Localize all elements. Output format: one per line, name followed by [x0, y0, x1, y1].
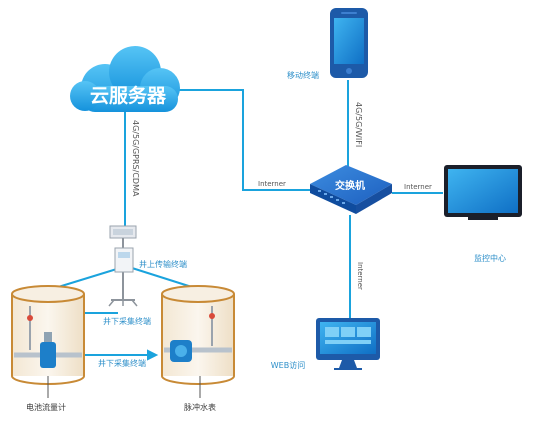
upper-terminal-icon — [108, 225, 138, 307]
lower-terminal-label-2: 井下采集终端 — [98, 358, 146, 368]
switch-label: 交换机 — [335, 179, 365, 192]
cloud-server-label: 云服务器 — [90, 84, 167, 107]
lower-terminal-label-1: 井下采集终端 — [103, 316, 151, 326]
link-label-cloud-upper: 4G/5G/GPRS/CDMA — [131, 120, 140, 197]
monitoring-screen-icon — [444, 165, 522, 220]
mobile-phone-icon — [330, 8, 368, 78]
link-well-right — [131, 267, 196, 289]
upper-terminal-label: 井上传输终端 — [139, 259, 187, 269]
link-label-switch-down: Interner — [356, 262, 364, 290]
web-computer-icon — [316, 318, 380, 370]
connection-lines — [54, 80, 443, 318]
cloud-server-icon — [70, 46, 180, 112]
link-label-switch-left: Interner — [258, 180, 286, 188]
mobile-terminal-label: 移动终端 — [287, 70, 319, 80]
link-label-switch-right: Interner — [404, 183, 432, 191]
link-label-mobile-switch: 4G/5G/WIFI — [354, 102, 363, 147]
link-well-left — [54, 267, 121, 289]
monitor-center-label: 监控中心 — [474, 253, 506, 263]
water-meter-label: 脉冲水表 — [184, 402, 216, 412]
switch-icon — [310, 165, 392, 214]
web-access-label: WEB访问 — [271, 360, 305, 370]
link-cloud-switch — [177, 89, 312, 191]
flowmeter-label: 电池流量计 — [26, 402, 66, 412]
well-left-icon — [11, 285, 85, 398]
well-right-icon — [161, 285, 235, 398]
